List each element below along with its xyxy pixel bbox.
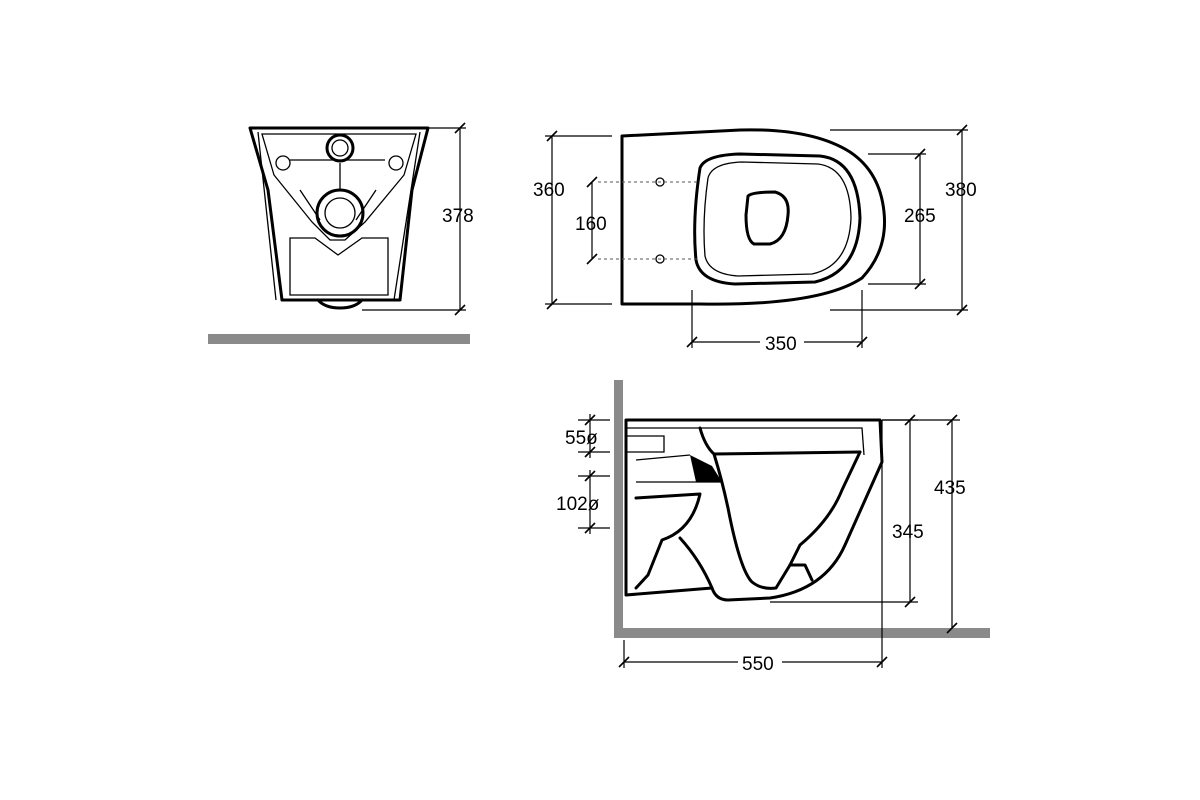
front-view: 378 — [208, 122, 474, 344]
dim-fixing-spacing: 160 — [575, 214, 607, 235]
front-view-inner-frame — [261, 133, 417, 241]
front-view-cavity — [289, 237, 389, 296]
front-view-fixing-hole-left — [275, 155, 291, 171]
side-view: 55ø 102ø 345 435 550 — [556, 380, 990, 675]
front-view-fixing-hole-right — [388, 155, 404, 171]
dim-top-depth-left: 360 — [533, 180, 565, 201]
side-view-floor — [614, 628, 990, 638]
dim-total-length: 550 — [742, 654, 774, 675]
top-view: 360 160 265 380 350 — [533, 124, 977, 355]
side-view-outline — [624, 418, 884, 602]
front-view-outlet-hole — [315, 188, 365, 238]
top-view-outlet — [744, 190, 790, 246]
dim-bowl-height: 345 — [892, 522, 924, 543]
side-view-bowl — [712, 450, 862, 590]
front-view-floor — [208, 334, 470, 344]
dim-seat-width: 350 — [765, 334, 797, 355]
dim-seat-inner-length: 265 — [904, 206, 936, 227]
front-view-outline — [248, 126, 430, 302]
dim-waste-55: 55ø — [565, 428, 598, 449]
dim-front-height: 378 — [442, 206, 474, 227]
top-view-seat-rim — [693, 152, 862, 286]
side-view-inlet — [626, 435, 665, 453]
front-view-top-hole — [325, 133, 355, 163]
dim-total-height: 435 — [934, 478, 966, 499]
side-view-wall — [614, 380, 623, 638]
dim-top-depth-right: 380 — [945, 180, 977, 201]
dim-waste-102: 102ø — [556, 494, 600, 515]
top-view-outline — [620, 128, 887, 306]
side-view-connector — [690, 455, 722, 482]
